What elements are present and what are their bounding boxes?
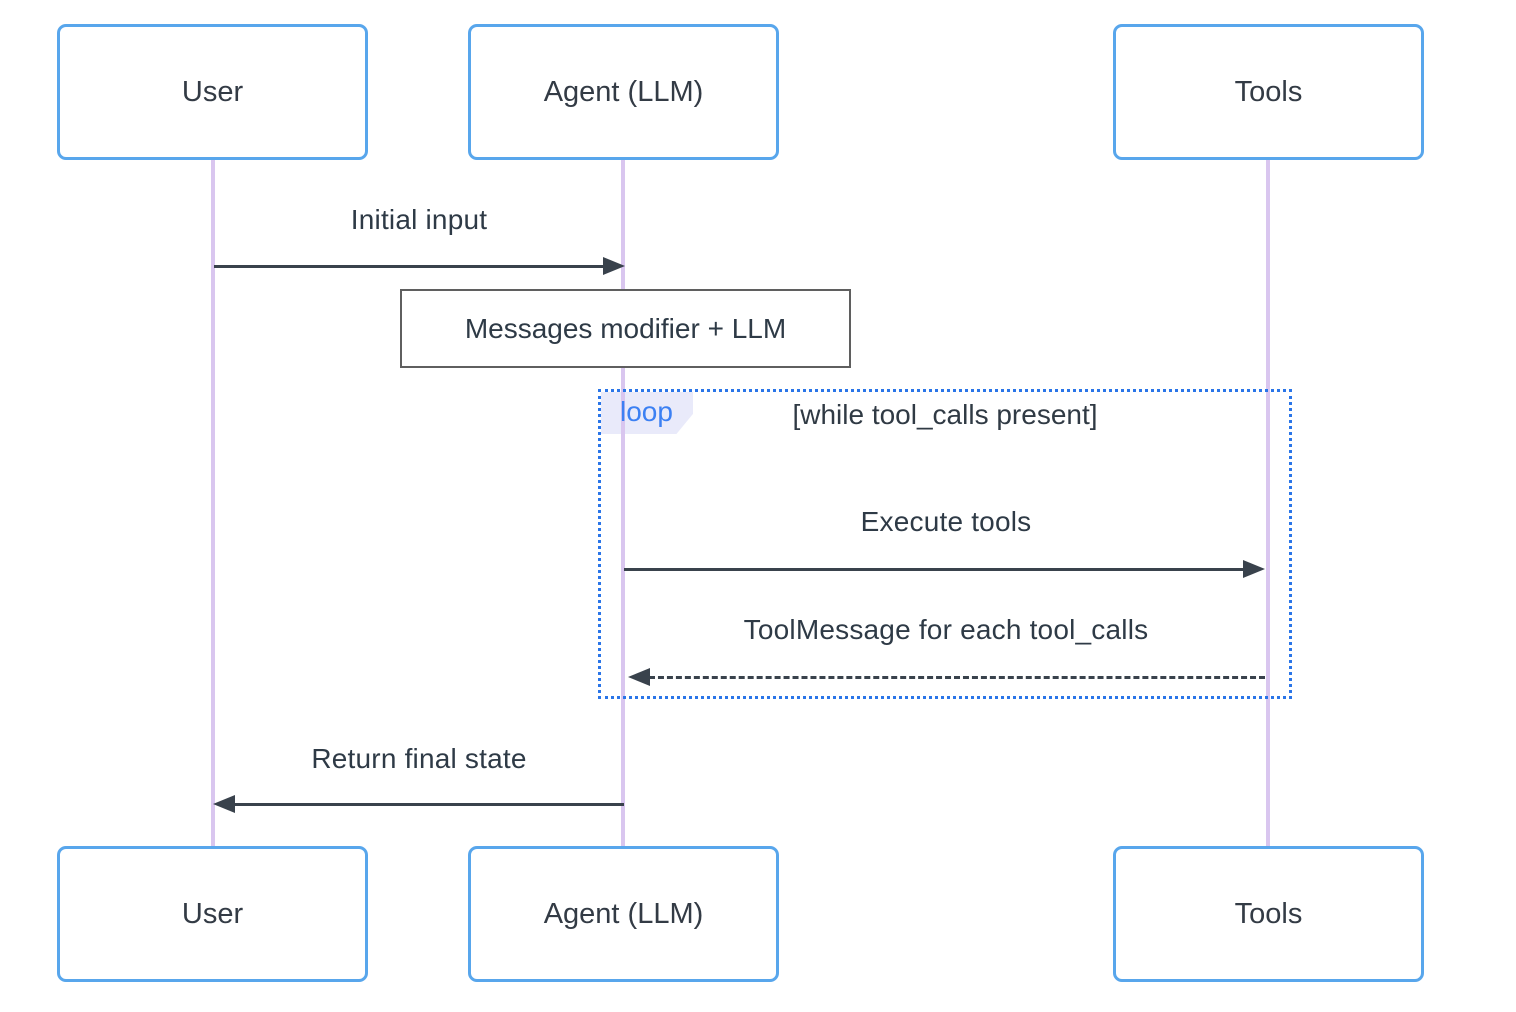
note-label: Messages modifier + LLM [464,312,787,344]
actor-box-user-bottom: User [57,846,368,982]
lifeline-tools [1266,160,1270,848]
actor-box-agent-bottom: Agent (LLM) [468,846,779,982]
actor-label-agent: Agent (LLM) [543,75,704,108]
lifeline-agent [621,160,625,848]
arrowhead-left-icon [213,795,235,813]
actor-label-tools: Tools [1234,897,1303,930]
actor-label-agent: Agent (LLM) [543,897,704,930]
loop-label-background [601,392,693,434]
message-label-toolmessage: ToolMessage for each tool_calls [743,614,1149,645]
loop-condition: [while tool_calls present] [792,399,1098,430]
arrowhead-left-icon [628,668,650,686]
actor-box-tools-bottom: Tools [1113,846,1424,982]
message-label-initial-input: Initial input [350,204,488,235]
message-arrow-toolmessage [649,676,1265,679]
actor-label-user: User [181,75,244,108]
message-arrow-initial-input [214,265,606,268]
actor-box-tools-top: Tools [1113,24,1424,160]
actor-label-tools: Tools [1234,75,1303,108]
actor-box-user-top: User [57,24,368,160]
actor-label-user: User [181,897,244,930]
message-arrow-return-final-state [234,803,624,806]
loop-keyword: loop [620,396,673,427]
arrowhead-right-icon [603,257,625,275]
message-label-execute-tools: Execute tools [860,506,1032,537]
message-arrow-execute-tools [624,568,1246,571]
actor-box-agent-top: Agent (LLM) [468,24,779,160]
lifeline-user [211,160,215,848]
arrowhead-right-icon [1243,560,1265,578]
loop-frame [598,389,1292,699]
message-label-return-final-state: Return final state [311,743,527,774]
note-box-messages-modifier: Messages modifier + LLM [400,289,851,368]
